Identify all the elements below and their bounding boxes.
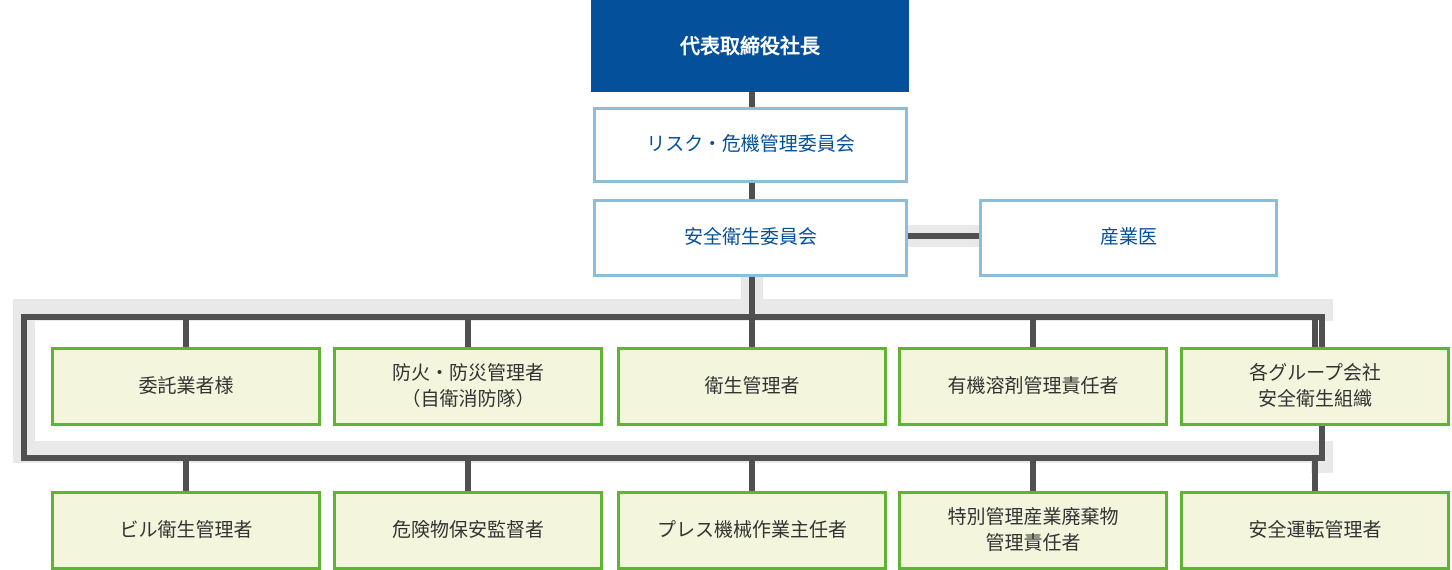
node-safety-committee: 安全衛生委員会 [593,199,908,277]
node-hazmat-supervisor-label: 危険物保安監督者 [391,518,544,541]
node-health-manager-label: 衛生管理者 [704,374,800,397]
node-safety-committee-label: 安全衛生委員会 [683,226,817,249]
node-risk-committee-label: リスク・危機管理委員会 [646,133,855,156]
node-special-waste-manager-line2: 管理責任者 [985,531,1081,554]
node-building-health-manager-label: ビル衛生管理者 [119,518,253,541]
node-organic-solvent-manager: 有機溶剤管理責任者 [898,347,1168,426]
node-fire-prevention-manager: 防火・防災管理者 （自衛消防隊） [333,347,603,426]
node-industrial-physician: 産業医 [979,199,1278,277]
node-group-companies-line1: 各グループ会社 [1249,361,1381,384]
node-press-operation-chief: プレス機械作業主任者 [617,491,887,570]
node-risk-committee: リスク・危機管理委員会 [593,107,908,183]
node-building-health-manager: ビル衛生管理者 [51,491,321,570]
node-organic-solvent-manager-label: 有機溶剤管理責任者 [947,374,1119,397]
node-contractors: 委託業者様 [51,347,321,426]
node-safe-driving-manager-label: 安全運転管理者 [1248,518,1382,541]
node-special-waste-manager: 特別管理産業廃棄物 管理責任者 [898,491,1168,570]
node-ceo: 代表取締役社長 [591,0,909,92]
node-press-operation-chief-label: プレス機械作業主任者 [656,518,847,541]
node-industrial-physician-label: 産業医 [1099,226,1157,249]
node-safe-driving-manager: 安全運転管理者 [1180,491,1450,570]
node-ceo-label: 代表取締役社長 [680,33,820,58]
connector-drops-row1 [183,317,1318,348]
node-contractors-label: 委託業者様 [138,374,234,397]
node-fire-prevention-manager-line2: （自衛消防隊） [401,387,535,410]
connector-drops-row2 [183,458,1318,492]
node-hazmat-supervisor: 危険物保安監督者 [333,491,603,570]
node-group-companies-line2: 安全衛生組織 [1257,387,1372,410]
node-special-waste-manager-line1: 特別管理産業廃棄物 [947,505,1119,528]
node-fire-prevention-manager-line1: 防火・防災管理者 [391,361,544,384]
node-health-manager: 衛生管理者 [617,347,887,426]
node-group-companies: 各グループ会社 安全衛生組織 [1180,347,1450,426]
